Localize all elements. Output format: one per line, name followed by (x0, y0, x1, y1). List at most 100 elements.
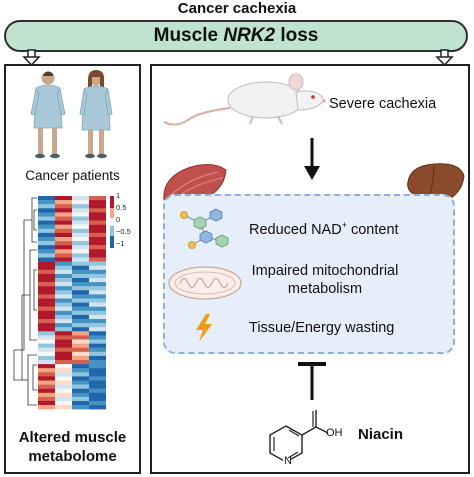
arrow-down-right-icon (435, 49, 454, 67)
heatmap-cell (55, 310, 72, 316)
heatmap-cell (89, 261, 106, 266)
heatmap-cell (89, 224, 106, 229)
heatmap-cell (38, 241, 55, 246)
mouse-illustration (163, 73, 326, 126)
niacin-hydroxyl: OH (326, 427, 343, 439)
heatmap-cell (55, 388, 72, 393)
heatmap-cell (55, 327, 72, 332)
metabolome-heatmap (13, 196, 114, 410)
heatmap-cell (89, 298, 106, 303)
heatmap-cell (89, 396, 106, 402)
effect-reduced-nad: Reduced NAD+ content (249, 220, 399, 238)
heatmap-cell (89, 253, 106, 258)
heatmap-cell (72, 220, 89, 225)
heatmap-cell (72, 343, 89, 348)
heatmap-cell (38, 269, 55, 275)
inhibition-icon (298, 362, 326, 400)
heatmap-cell (89, 372, 106, 377)
heatmap-cell (38, 298, 55, 303)
heatmap-cell (72, 228, 89, 234)
heatmap-cell (72, 364, 89, 369)
heatmap-cell (38, 224, 55, 229)
arrow-down-left-icon (22, 49, 41, 67)
heatmap-cell (55, 208, 72, 213)
heatmap-cell (72, 290, 89, 295)
heatmap-cell (89, 302, 106, 307)
heatmap-cell (72, 232, 89, 238)
heatmap-cell (72, 331, 89, 336)
heatmap-cell (89, 265, 106, 270)
heatmap-cell (89, 401, 106, 406)
heatmap-cell (89, 208, 106, 213)
heatmap-cell (55, 380, 72, 385)
heatmap-cell (72, 347, 89, 352)
heatmap-cell (89, 278, 106, 283)
heatmap-cell (72, 294, 89, 299)
heatmap-cell (72, 265, 89, 270)
heatmap-cell (38, 273, 55, 279)
heatmap-cell (89, 228, 106, 234)
heatmap-cell (89, 360, 106, 365)
heatmap-cell (55, 290, 72, 295)
lightning-bolt-icon (196, 314, 212, 342)
heatmap-cell (89, 343, 106, 348)
nrk2-loss-banner: Muscle NRK2 loss (4, 20, 468, 52)
heatmap-cell (38, 278, 55, 283)
heatmap-cell (72, 405, 89, 410)
heatmap-cell (55, 355, 72, 361)
cancer-patients-illustration (30, 70, 113, 159)
heatmap-cell (38, 372, 55, 377)
effect-impaired-mito: Impaired mitochondrial metabolism (244, 262, 406, 298)
heatmap-cell (55, 294, 72, 299)
heatmap-cell (38, 249, 55, 254)
heatmap-cell (38, 265, 55, 270)
heatmap-cell (38, 257, 55, 262)
heatmap-cell (38, 331, 55, 336)
heatmap-cell (89, 364, 106, 369)
heatmap-cell (38, 384, 55, 389)
heatmap-cell (55, 245, 72, 250)
heatmap-cell (38, 294, 55, 299)
effect-tissue-wasting: Tissue/Energy wasting (249, 320, 395, 336)
heatmap-cell (38, 380, 55, 385)
heatmap-cell (55, 372, 72, 377)
heatmap-cell (38, 310, 55, 316)
heatmap-cell (72, 360, 89, 365)
effect-nad-main: Reduced NAD (249, 221, 342, 238)
heatmap-color-legend (110, 196, 114, 248)
male-patient-icon (30, 71, 66, 159)
heatmap-cell (38, 323, 55, 328)
heatmap-cell (38, 282, 55, 287)
heatmap-cell (38, 245, 55, 250)
mouse-icon (163, 73, 326, 126)
heatmap-cell (55, 384, 72, 389)
heatmap-cell (89, 314, 106, 320)
heatmap-cell (38, 228, 55, 234)
heatmap-cell (55, 220, 72, 225)
heatmap-cell (72, 286, 89, 291)
heatmap-cell (72, 249, 89, 254)
heatmap-cell (55, 200, 72, 205)
heatmap-cell (55, 282, 72, 287)
heatmap-cell (89, 204, 106, 209)
heatmap-cell (55, 376, 72, 381)
heatmap-cell (38, 232, 55, 238)
heatmap-cell (72, 282, 89, 287)
heatmap-cell (72, 253, 89, 258)
heatmap-cell (38, 200, 55, 205)
heatmap-cell (55, 224, 72, 229)
heatmap-cell (72, 310, 89, 316)
heatmap-cell (89, 241, 106, 246)
heatmap-cell (89, 347, 106, 352)
heatmap-cell (72, 355, 89, 361)
heatmap-cell (72, 224, 89, 229)
heatmap-cell (72, 351, 89, 357)
heatmap-cell (55, 364, 72, 369)
mitochondria-icon (168, 266, 242, 300)
heatmap-cell (55, 360, 72, 365)
heatmap-cell (72, 380, 89, 385)
heatmap-cell (38, 364, 55, 369)
heatmap-cell (55, 314, 72, 320)
heatmap-cell (55, 347, 72, 352)
heatmap-cell (38, 388, 55, 393)
